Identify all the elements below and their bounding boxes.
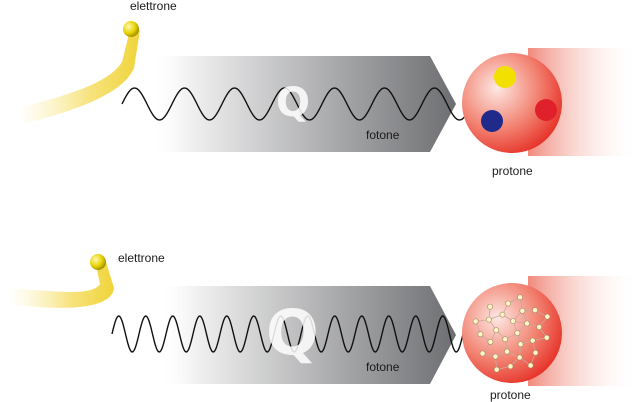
proton-label: protone xyxy=(490,388,531,402)
electron xyxy=(90,254,106,270)
panel-low-energy xyxy=(18,21,640,156)
parton xyxy=(524,320,530,327)
parton xyxy=(477,331,484,338)
parton xyxy=(487,303,493,310)
photon-label: fotone xyxy=(366,360,400,374)
momentum-arrow xyxy=(150,56,456,152)
photon-label: fotone xyxy=(366,128,400,142)
photon-wave xyxy=(111,315,479,353)
electron xyxy=(123,21,139,37)
parton xyxy=(544,313,551,320)
quark-yellow xyxy=(494,66,516,88)
momentum-transfer-label: Q xyxy=(266,296,319,369)
quark-blue xyxy=(481,110,503,132)
parton xyxy=(516,354,523,361)
quark-red xyxy=(535,99,557,121)
parton xyxy=(504,348,510,355)
parton xyxy=(472,318,479,325)
parton xyxy=(493,366,500,373)
photon-wave xyxy=(121,87,479,121)
electron-trail xyxy=(18,30,140,124)
parton xyxy=(502,336,509,343)
parton xyxy=(510,318,516,324)
parton-cluster xyxy=(472,294,551,373)
parton xyxy=(492,353,499,360)
parton xyxy=(536,324,543,330)
parton xyxy=(514,330,521,336)
parton xyxy=(532,349,539,356)
parton xyxy=(479,350,486,357)
electron-trail xyxy=(10,262,114,308)
proton-label: protone xyxy=(492,164,533,178)
parton xyxy=(517,341,524,348)
parton xyxy=(487,338,494,345)
momentum-transfer-label: Q xyxy=(276,80,311,126)
parton xyxy=(517,294,523,301)
parton xyxy=(529,337,536,344)
parton xyxy=(499,311,506,318)
parton xyxy=(543,334,550,341)
parton xyxy=(519,307,526,314)
electron-label: elettrone xyxy=(118,251,165,265)
parton xyxy=(485,316,492,323)
panel-high-energy xyxy=(10,254,640,386)
parton xyxy=(507,363,514,370)
electron-label: elettrone xyxy=(130,0,177,13)
parton xyxy=(493,327,500,334)
momentum-arrow xyxy=(158,286,456,384)
parton xyxy=(527,362,534,369)
parton xyxy=(532,307,538,313)
parton xyxy=(505,300,512,307)
